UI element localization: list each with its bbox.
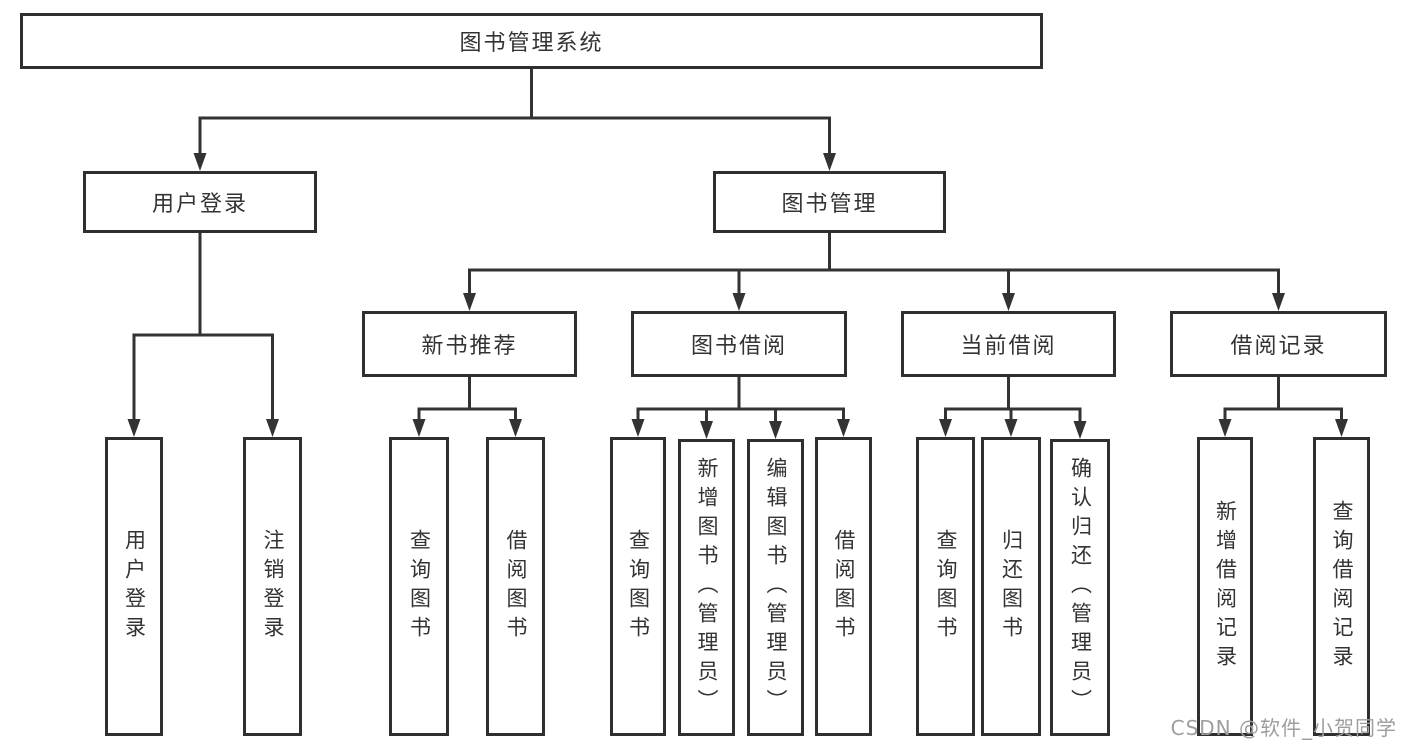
arrowhead-icon (1218, 419, 1232, 437)
arrowhead-icon (732, 293, 746, 311)
node-label-borrow-record: 借阅记录 (1230, 334, 1327, 359)
arrowhead-icon (837, 419, 850, 437)
arrowhead-icon (700, 421, 713, 439)
arrowhead-icon (1335, 419, 1348, 437)
node-label-ul-logout: 注销登录 (261, 528, 285, 645)
node-label-ul-login: 用户登录 (122, 528, 147, 645)
node-label-br-add: 新增借阅记录 (1213, 499, 1238, 674)
arrowhead-icon (509, 419, 522, 437)
arrowhead-icon (193, 153, 207, 171)
arrowhead-icon (1002, 293, 1015, 311)
arrowhead-icon (823, 153, 836, 171)
node-current-borrow: 当前借阅 (901, 311, 1116, 377)
node-label-book-mgmt: 图书管理 (781, 192, 878, 217)
node-bb-edit: 编辑图书（管理员） (747, 439, 804, 736)
node-label-cb-query: 查询图书 (934, 528, 958, 645)
node-label-cb-return: 归还图书 (999, 528, 1024, 645)
node-new-book-rec: 新书推荐 (362, 311, 577, 377)
node-label-bb-borrow: 借阅图书 (832, 528, 856, 645)
arrowhead-icon (631, 419, 645, 437)
node-ul-login: 用户登录 (105, 437, 163, 736)
node-label-nb-borrow: 借阅图书 (504, 528, 528, 645)
node-cb-confirm: 确认归还（管理员） (1050, 439, 1110, 736)
node-borrow-record: 借阅记录 (1170, 311, 1387, 377)
node-nb-query: 查询图书 (389, 437, 449, 736)
node-bb-borrow: 借阅图书 (815, 437, 872, 736)
node-br-query: 查询借阅记录 (1313, 437, 1370, 736)
node-label-new-book-rec: 新书推荐 (421, 334, 518, 359)
node-label-br-query: 查询借阅记录 (1330, 499, 1354, 674)
node-book-mgmt: 图书管理 (713, 171, 946, 233)
node-br-add: 新增借阅记录 (1197, 437, 1253, 736)
node-root: 图书管理系统 (20, 13, 1043, 69)
node-user-login: 用户登录 (83, 171, 317, 233)
node-label-bb-edit: 编辑图书（管理员） (764, 457, 788, 718)
node-bb-add: 新增图书（管理员） (678, 439, 735, 736)
node-label-root: 图书管理系统 (459, 31, 604, 56)
arrowhead-icon (266, 419, 279, 437)
arrowhead-icon (127, 419, 141, 437)
arrowhead-icon (1073, 421, 1087, 439)
node-label-book-borrow: 图书借阅 (690, 334, 787, 359)
node-label-cb-confirm: 确认归还（管理员） (1068, 457, 1093, 718)
node-cb-query: 查询图书 (916, 437, 975, 736)
node-label-bb-add: 新增图书（管理员） (695, 457, 719, 718)
node-cb-return: 归还图书 (981, 437, 1041, 736)
node-bb-query: 查询图书 (610, 437, 666, 736)
node-label-bb-query: 查询图书 (626, 528, 651, 645)
arrowhead-icon (1272, 293, 1285, 311)
arrowhead-icon (463, 293, 476, 311)
arrowhead-icon (412, 419, 426, 437)
arrowhead-icon (769, 421, 782, 439)
watermark: CSDN @软件_小贺同学 (1170, 716, 1397, 740)
arrowhead-icon (1004, 419, 1018, 437)
arrowhead-icon (939, 419, 952, 437)
node-book-borrow: 图书借阅 (631, 311, 847, 377)
node-label-current-borrow: 当前借阅 (960, 334, 1057, 359)
node-label-user-login: 用户登录 (151, 192, 248, 217)
node-ul-logout: 注销登录 (243, 437, 302, 736)
node-nb-borrow: 借阅图书 (486, 437, 545, 736)
node-label-nb-query: 查询图书 (407, 528, 432, 645)
